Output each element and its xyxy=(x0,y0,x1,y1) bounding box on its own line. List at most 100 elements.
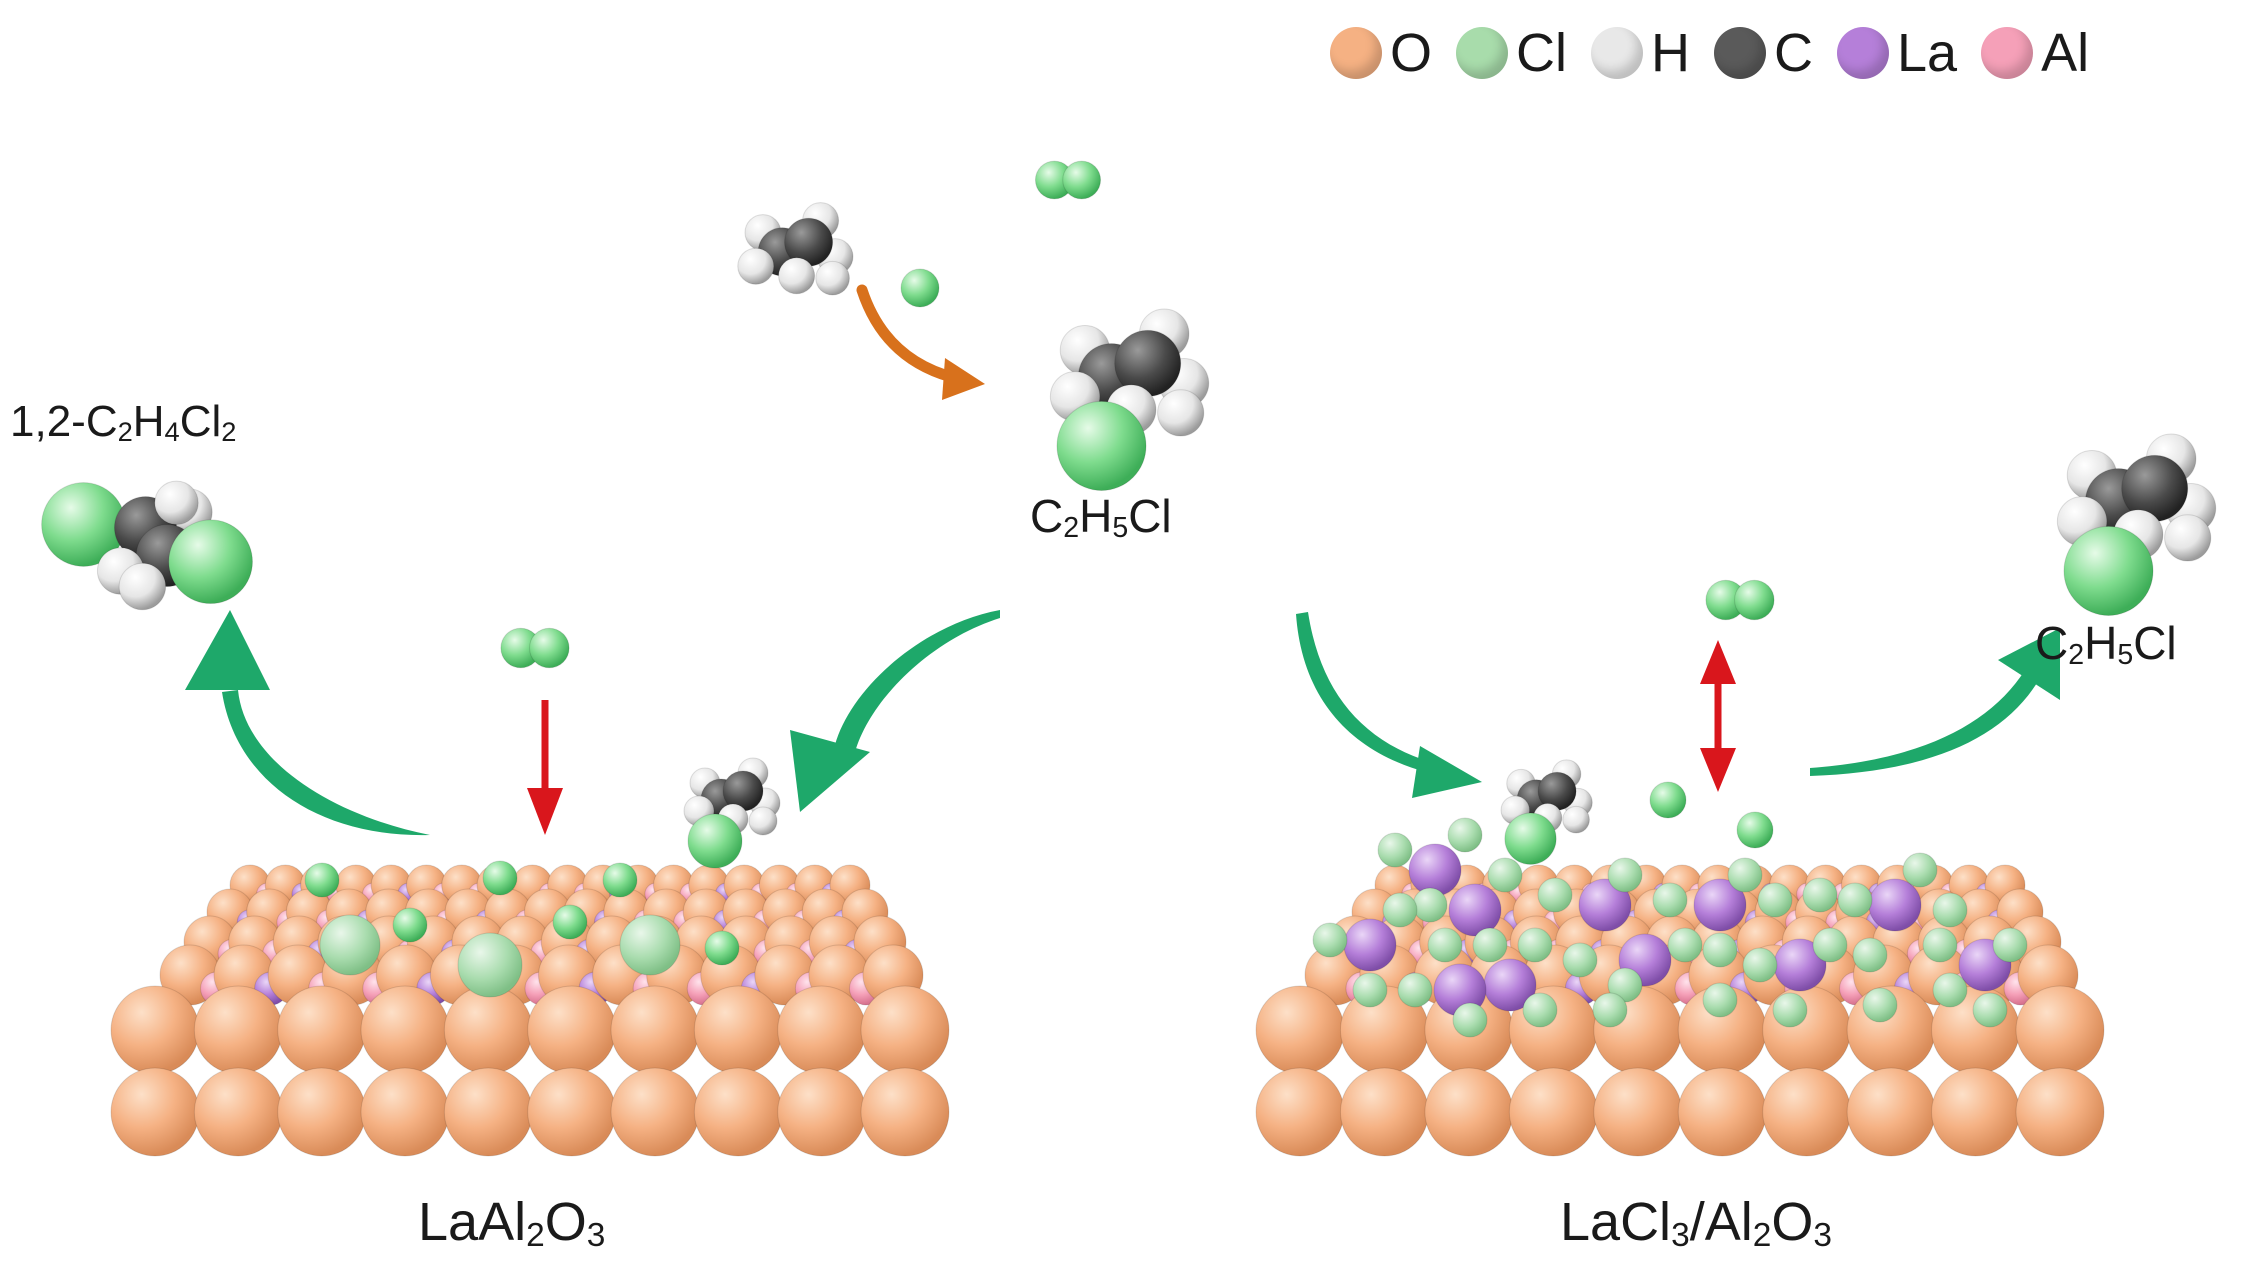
lanthanum-atom xyxy=(1868,878,1922,932)
element-legend: O Cl H C La Al xyxy=(1330,18,2113,88)
hydrogen-atom xyxy=(778,257,816,295)
chlorine-atom-right-1 xyxy=(1649,781,1687,819)
surface-chlorine-atom xyxy=(1382,892,1418,928)
chlorine-atom-right-2 xyxy=(1736,811,1774,849)
ethyl-chloride-label-right: C2H5Cl xyxy=(2035,617,2177,672)
oxygen-atom xyxy=(1255,1067,1345,1157)
oxygen-atom xyxy=(1677,1067,1767,1157)
oxygen-atom xyxy=(1762,1067,1852,1157)
legend-item-chlorine: Cl xyxy=(1456,22,1567,84)
adsorbed-chlorine-atom xyxy=(602,862,638,898)
chlorine-atom xyxy=(1736,811,1774,849)
red-arrow-head-down xyxy=(527,788,563,835)
hydrogen-atom xyxy=(1157,389,1205,437)
surface-chlorine-atom xyxy=(1972,992,2008,1028)
surface-chlorine-atom xyxy=(1607,857,1643,893)
oxygen-atom xyxy=(777,985,867,1075)
surface-chlorine-atom xyxy=(1702,932,1738,968)
adsorbed-chlorine-atom xyxy=(482,860,518,896)
arrows-layer xyxy=(185,284,2060,836)
chlorine-atom xyxy=(900,268,940,308)
ethyl-chloride-label-top: C2H5Cl xyxy=(1030,490,1172,545)
chlorine-atom xyxy=(168,519,253,605)
legend-label-aluminum: Al xyxy=(2041,23,2090,83)
surface-chlorine-atom xyxy=(1837,882,1873,918)
oxygen-atom xyxy=(360,1067,450,1157)
oxygen-atom xyxy=(693,985,783,1075)
oxygen-atom xyxy=(860,985,950,1075)
surface-chlorine-atom xyxy=(1802,877,1838,913)
chlorine-atom xyxy=(1056,400,1147,491)
oxygen-atom xyxy=(360,985,450,1075)
adsorbed-chlorine-atom xyxy=(304,862,340,898)
legend-label-chlorine: Cl xyxy=(1516,23,1568,83)
oxygen-atom xyxy=(610,985,700,1075)
hydrogen-atom xyxy=(737,247,775,285)
oxygen-atom xyxy=(1593,1067,1683,1157)
surface-chlorine-atom xyxy=(1537,877,1573,913)
surface-chlorine-atom xyxy=(1427,927,1463,963)
aluminum-ball-icon xyxy=(1981,27,2034,79)
surface-chlorine-atom xyxy=(1447,817,1483,853)
hydrogen-ball-icon xyxy=(1591,27,1644,79)
chlorine-atom xyxy=(1649,781,1687,819)
oxygen-atom xyxy=(527,985,617,1075)
legend-item-oxygen: O xyxy=(1330,22,1432,84)
surface-chlorine-atom xyxy=(1377,832,1413,868)
green-arrow-to-left-surface xyxy=(835,610,1000,752)
surface-chlorine-atom xyxy=(1932,892,1968,928)
green-arrow-to-ethyl-chloride xyxy=(1810,670,2040,776)
surface-chlorine-atom xyxy=(1592,992,1628,1028)
surface-chlorine-atom xyxy=(1862,987,1898,1023)
surface-chlorine-atom xyxy=(1397,972,1433,1008)
green-arrow-to-right-surface xyxy=(1296,612,1430,772)
chlorine-atom xyxy=(2063,525,2154,616)
surface-chlorine-atom xyxy=(1652,882,1688,918)
oxygen-atom xyxy=(2015,1067,2105,1157)
oxygen-atom xyxy=(277,1067,367,1157)
oxygen-atom xyxy=(1931,1067,2021,1157)
surface-chlorine-atom xyxy=(1667,927,1703,963)
green-arrow-head-right-surface xyxy=(1412,746,1482,798)
embedded-chlorine-site xyxy=(319,914,381,976)
ethyl-chloride-adsorbed-right xyxy=(1500,759,1593,865)
surface-chlorine-atom xyxy=(1992,927,2028,963)
chlorine-atom xyxy=(529,627,570,669)
lanthanum-atom xyxy=(1448,883,1502,937)
oxygen-atom xyxy=(443,1067,533,1157)
surface-chlorine-atom xyxy=(1522,992,1558,1028)
legend-item-lanthanum: La xyxy=(1837,22,1957,84)
surface-chlorine-atom xyxy=(1412,887,1448,923)
green-arrow-head-left-surface xyxy=(790,730,870,812)
carbon-ball-icon xyxy=(1714,27,1767,79)
legend-item-aluminum: Al xyxy=(1981,22,2089,84)
oxygen-atom xyxy=(1339,1067,1429,1157)
surface-chlorine-atom xyxy=(1562,942,1598,978)
surface-chlorine-atom xyxy=(1922,927,1958,963)
oxygen-atom xyxy=(277,985,367,1075)
lacl3-al2o3-surface-label: LaCl3/Al2O3 xyxy=(1560,1192,1832,1255)
chlorine-molecule-reactant xyxy=(1034,160,1102,200)
green-arrow-head-dichloroethane xyxy=(185,610,270,690)
surface-chlorine-atom xyxy=(1312,922,1348,958)
embedded-chlorine-site xyxy=(619,914,681,976)
hydrogen-atom xyxy=(748,806,778,836)
molecules-layer xyxy=(41,160,2217,869)
surface-chlorine-atom xyxy=(1852,937,1888,973)
legend-item-carbon: C xyxy=(1714,22,1813,84)
chlorine-atom xyxy=(687,813,743,869)
red-double-arrow-head-down xyxy=(1700,748,1736,792)
lanthanum-atom xyxy=(1343,918,1397,972)
legend-label-oxygen: O xyxy=(1390,23,1433,83)
laal2o3-surface-slab xyxy=(110,860,950,1157)
oxygen-atom xyxy=(860,1067,950,1157)
adsorbed-chlorine-atom xyxy=(552,904,588,940)
surface-chlorine-atom xyxy=(1702,982,1738,1018)
adsorbed-chlorine-atom xyxy=(392,907,428,943)
surface-chlorine-atom xyxy=(1517,927,1553,963)
hydrogen-atom xyxy=(2164,514,2212,562)
hydrogen-atom xyxy=(154,480,199,525)
adsorbed-chlorine-atom xyxy=(704,930,740,966)
oxygen-atom xyxy=(443,985,533,1075)
ethane-molecule-reactant xyxy=(737,202,854,296)
